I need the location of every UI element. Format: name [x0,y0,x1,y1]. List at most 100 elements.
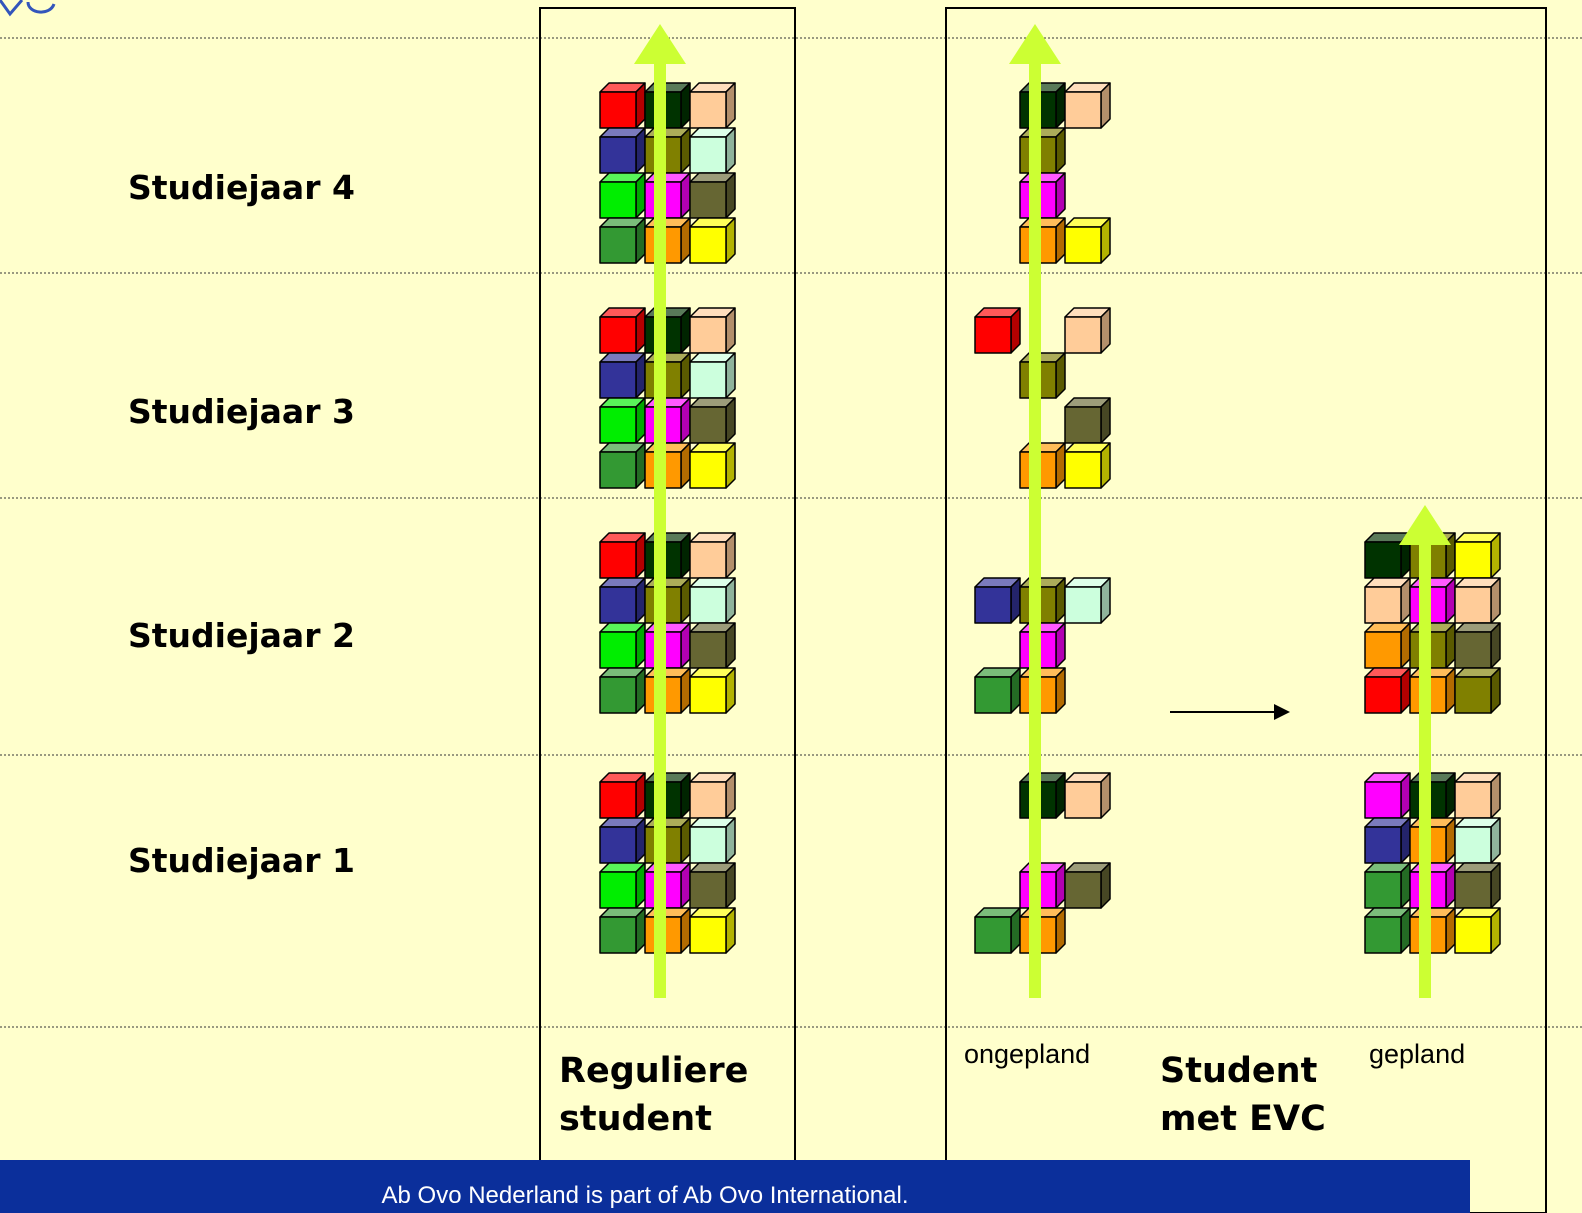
regular-year2-cube-r1c2 [689,577,736,624]
regular-year4-cube-r1c0 [599,127,646,174]
regular-year4-grid [599,82,736,264]
regular-year1-cube-r1c0 [599,817,646,864]
regular-year1-cube-r2c0 [599,862,646,909]
planned-year2-cube-r3c0 [1364,667,1411,714]
regular-year3-cube-r2c0 [599,397,646,444]
regular-year3-cube-r2c2 [689,397,736,444]
regular-year2-grid [599,532,736,714]
unplanned-year3-cube-r3c2 [1064,442,1111,489]
regular-year1-cube-r0c0 [599,772,646,819]
planned-year1-cube-r1c0 [1364,817,1411,864]
unplanned-year4-cube-r3c2 [1064,217,1111,264]
planned-year1-cube-r2c0 [1364,862,1411,909]
unplanned-year4-cube-r2c1 [1019,172,1066,219]
planned-year1-cube-r1c1 [1409,817,1456,864]
regular-year1-cube-r3c2 [689,907,736,954]
unplanned-year3-cube-r3c1 [1019,442,1066,489]
unplanned-year3-grid [974,307,1111,489]
regular-year3-cube-r3c2 [689,442,736,489]
regular-year3-grid [599,307,736,489]
unplanned-label: ongepland [964,1039,1091,1069]
planned-year1-cube-r0c2 [1454,772,1501,819]
planned-year2-cube-r1c1 [1409,577,1456,624]
planned-year1-cube-r1c2 [1454,817,1501,864]
regular-year4-cube-r1c2 [689,127,736,174]
regular-year4-cube-r3c0 [599,217,646,264]
unplanned-year4-cube-r1c1 [1019,127,1066,174]
unplanned-year1-cube-r3c1 [1019,907,1066,954]
unplanned-year2-cube-r1c0 [974,577,1021,624]
unplanned-year4-cube-r0c2 [1064,82,1111,129]
regular-year4-cube-r2c2 [689,172,736,219]
unplanned-year2-grid [974,577,1111,714]
planned-year1-cube-r3c1 [1409,907,1456,954]
regular-year3-cube-r1c0 [599,352,646,399]
regular-year2-cube-r3c1 [644,667,691,714]
row-label-studiejaar-4: Studiejaar 4 [128,168,355,207]
logo-fragment [0,0,56,17]
unplanned-year4-cube-r0c1 [1019,82,1066,129]
regular-year2-cube-r0c2 [689,532,736,579]
evc-student-label-line2: met EVC [1160,1099,1326,1139]
regular-year2-cube-r1c1 [644,577,691,624]
regular-year4-cube-r2c0 [599,172,646,219]
unplanned-year2-cube-r1c2 [1064,577,1111,624]
planned-year2-cube-r2c2 [1454,622,1501,669]
unplanned-year1-cube-r2c2 [1064,862,1111,909]
regular-year2-cube-r1c0 [599,577,646,624]
unplanned-year1-cube-r0c2 [1064,772,1111,819]
unplanned-progress-arrow [1009,24,1061,998]
regular-year2-cube-r3c0 [599,667,646,714]
planned-year2-grid [1364,532,1501,714]
regular-student-label-line1: Reguliere [559,1051,749,1091]
regular-year4-cube-r3c2 [689,217,736,264]
planned-year1-cube-r0c0 [1364,772,1411,819]
planned-year1-cube-r3c0 [1364,907,1411,954]
planned-year1-cube-r2c2 [1454,862,1501,909]
unplanned-year2-cube-r1c1 [1019,577,1066,624]
regular-year3-cube-r0c0 [599,307,646,354]
planned-year2-cube-r1c2 [1454,577,1501,624]
planned-year2-cube-r0c2 [1454,532,1501,579]
regular-year1-cube-r3c1 [644,907,691,954]
regular-progress-arrow [634,24,686,998]
regular-year1-cube-r1c2 [689,817,736,864]
regular-year3-cube-r3c1 [644,442,691,489]
regular-year2-cube-r2c2 [689,622,736,669]
planned-year2-cube-r3c2 [1454,667,1501,714]
regular-year3-cube-r0c1 [644,307,691,354]
unplanned-year1-cube-r3c0 [974,907,1021,954]
regular-year2-cube-r2c1 [644,622,691,669]
regular-year3-cube-r0c2 [689,307,736,354]
regular-year3-cube-r1c2 [689,352,736,399]
row-label-studiejaar-1: Studiejaar 1 [128,841,355,880]
regular-year1-cube-r1c1 [644,817,691,864]
unplanned-year3-cube-r0c2 [1064,307,1111,354]
regular-year2-cube-r3c2 [689,667,736,714]
block-layer [599,82,1501,954]
regular-year2-cube-r0c1 [644,532,691,579]
footer-bar: Ab Ovo Nederland is part of Ab Ovo Inter… [0,1160,1470,1213]
planned-progress-arrow [1399,505,1451,998]
unplanned-year2-cube-r3c0 [974,667,1021,714]
regular-year2-cube-r2c0 [599,622,646,669]
regular-year1-cube-r2c2 [689,862,736,909]
footer-text: Ab Ovo Nederland is part of Ab Ovo Inter… [381,1182,909,1209]
regular-year4-cube-r1c1 [644,127,691,174]
unplanned-year1-grid [974,772,1111,954]
regular-year4-cube-r0c1 [644,82,691,129]
regular-year1-cube-r0c2 [689,772,736,819]
evc-student-label-line1: Student [1160,1051,1318,1091]
unplanned-year1-cube-r0c1 [1019,772,1066,819]
regular-year1-cube-r0c1 [644,772,691,819]
regular-year1-grid [599,772,736,954]
unplanned-year2-cube-r3c1 [1019,667,1066,714]
planned-year1-cube-r0c1 [1409,772,1456,819]
unplanned-year3-cube-r2c2 [1064,397,1111,444]
transition-arrow [1170,704,1290,720]
unplanned-year3-cube-r0c0 [974,307,1021,354]
regular-year4-cube-r0c0 [599,82,646,129]
unplanned-year2-cube-r2c1 [1019,622,1066,669]
progress-arrows [634,24,1451,998]
planned-year1-grid [1364,772,1501,954]
